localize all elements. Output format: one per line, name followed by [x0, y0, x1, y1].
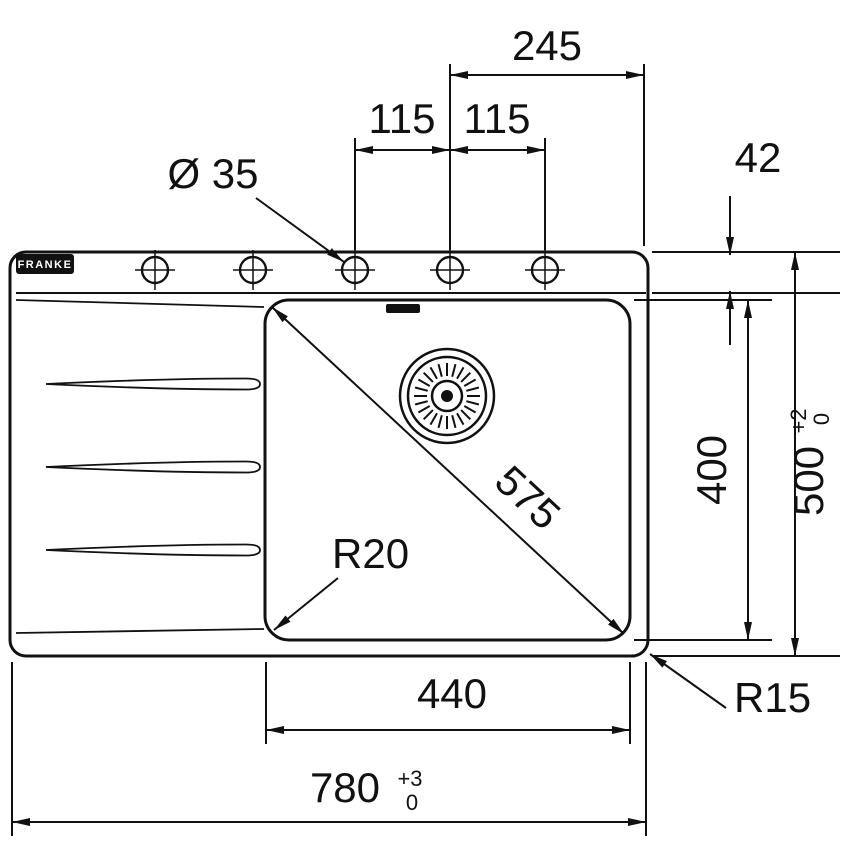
- tap-hole: [430, 250, 470, 290]
- dim-label-575: 575: [486, 456, 569, 538]
- dim-label-245: 245: [512, 22, 582, 69]
- overflow-slot: [386, 304, 420, 313]
- dim-label-780: 780: [310, 764, 380, 811]
- dim-line-575-diagonal: [271, 306, 625, 635]
- dim-label-42: 42: [735, 134, 782, 181]
- dim-label-r15: R15: [734, 674, 811, 721]
- drain-strainer: [398, 347, 496, 445]
- drainer-groove: [45, 543, 261, 557]
- tap-hole: [233, 250, 273, 290]
- dimension-labels: 245 115 115 Ø 35 42 575 400 500 +2 0 R20…: [167, 22, 834, 815]
- dim-label-500: 500: [785, 446, 832, 516]
- tap-hole: [135, 250, 175, 290]
- dim-label-115-right: 115: [464, 95, 531, 142]
- drain-center-dot: [441, 390, 453, 402]
- dim-label-500-tol-plus: +2: [786, 408, 811, 433]
- tap-hole: [335, 250, 375, 290]
- leader-outer-radius: [649, 653, 727, 709]
- dim-label-500-tol-minus: 0: [809, 413, 834, 425]
- tap-hole: [525, 250, 565, 290]
- dimension-lines: [11, 64, 840, 836]
- leader-bowl-radius: [273, 577, 339, 631]
- tap-holes: [135, 250, 565, 290]
- brand-logo-text: FRANKE: [18, 259, 73, 271]
- drainer-bottom-edge: [15, 628, 265, 634]
- dim-label-400: 400: [688, 435, 735, 505]
- dim-label-780-tol-minus: 0: [406, 790, 418, 815]
- sink-bowl: [263, 298, 632, 642]
- dim-label-780-tol-plus: +3: [397, 766, 422, 791]
- sink-outer-rim: [8, 250, 650, 658]
- dim-label-115-left: 115: [369, 95, 436, 142]
- drainer-top-edge: [15, 299, 265, 308]
- dim-label-r20: R20: [332, 530, 409, 577]
- sink-body: FRANKE: [8, 250, 650, 658]
- drainer-groove: [45, 460, 261, 474]
- brand-logo-box: [16, 254, 74, 274]
- dim-label-440: 440: [417, 670, 487, 717]
- brand-logo: FRANKE: [16, 254, 74, 274]
- leader-hole-diameter: [255, 197, 345, 263]
- drainer-groove: [45, 377, 261, 391]
- dim-label-hole-diameter: Ø 35: [167, 150, 258, 197]
